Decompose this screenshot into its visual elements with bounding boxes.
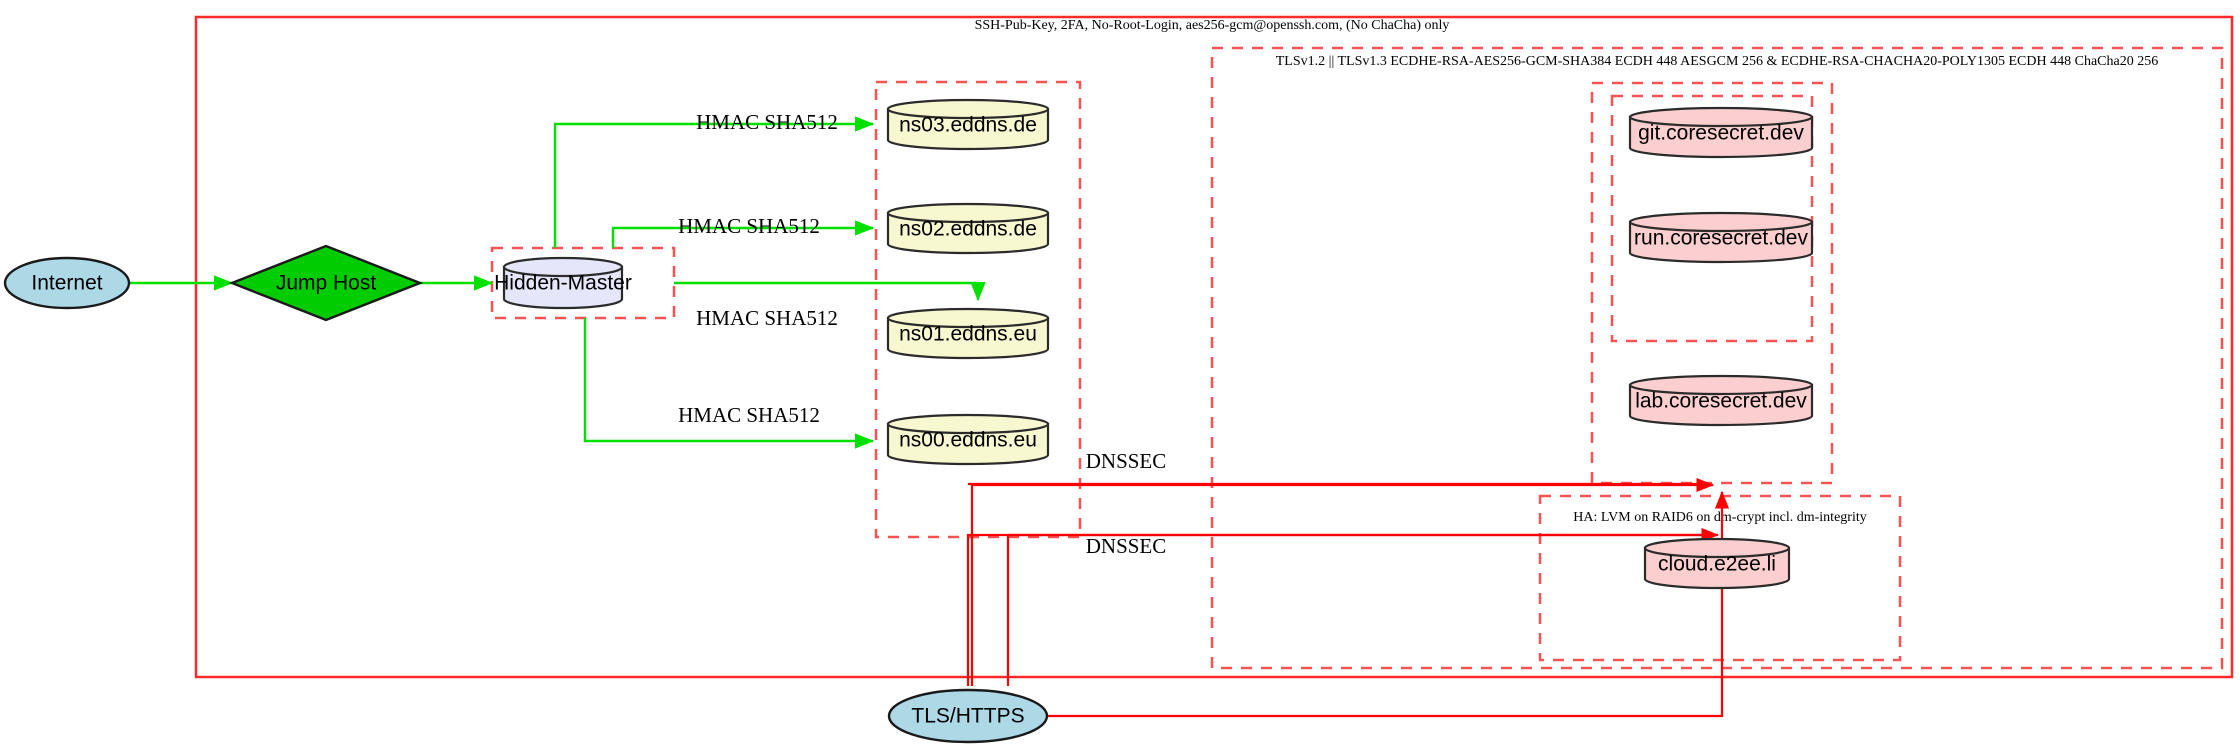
edge-hidden-to-ns02 bbox=[611, 220, 875, 248]
edge-label-hmac-ns03: HMAC SHA512 bbox=[696, 110, 838, 134]
cluster-tls-outer bbox=[1210, 46, 2224, 670]
edge-label-dnssec-lower: DNSSEC bbox=[1086, 534, 1167, 558]
node-run-coresecret[interactable]: run.coresecret.dev bbox=[1628, 211, 1814, 264]
node-ns01-label: ns01.eddns.eu bbox=[899, 323, 1037, 346]
node-hidden-master[interactable]: Hidden-Master bbox=[494, 256, 632, 310]
node-cloud-e2ee-label: cloud.e2ee.li bbox=[1658, 553, 1776, 576]
node-git-coresecret-label: git.coresecret.dev bbox=[1638, 122, 1804, 145]
node-ns03-label: ns03.eddns.de bbox=[899, 114, 1037, 137]
node-cloud-e2ee[interactable]: cloud.e2ee.li bbox=[1643, 537, 1791, 590]
node-ns02-label: ns02.eddns.de bbox=[899, 218, 1037, 241]
cluster-ssh-outer bbox=[194, 15, 2234, 679]
edge-label-hmac-ns02: HMAC SHA512 bbox=[678, 214, 820, 238]
cluster-tls-outer-label: TLSv1.2 || TLSv1.3 ECDHE-RSA-AES256-GCM-… bbox=[1276, 54, 2158, 69]
node-tls-https[interactable]: TLS/HTTPS bbox=[887, 688, 1049, 744]
node-ns01[interactable]: ns01.eddns.eu bbox=[886, 307, 1050, 360]
node-internet[interactable]: Internet bbox=[3, 256, 131, 310]
node-jump-host-label: Jump Host bbox=[276, 272, 377, 295]
node-tls-https-label: TLS/HTTPS bbox=[911, 705, 1024, 728]
node-lab-coresecret[interactable]: lab.coresecret.dev bbox=[1628, 374, 1814, 427]
node-hidden-master-label: Hidden-Master bbox=[494, 272, 632, 295]
node-lab-coresecret-label: lab.coresecret.dev bbox=[1635, 390, 1807, 413]
node-git-coresecret[interactable]: git.coresecret.dev bbox=[1628, 106, 1814, 159]
cluster-nameservers bbox=[874, 80, 1082, 539]
edge-tls-to-cloud-lower bbox=[966, 527, 1720, 686]
node-run-coresecret-label: run.coresecret.dev bbox=[1634, 227, 1808, 250]
node-ns02[interactable]: ns02.eddns.de bbox=[886, 202, 1050, 255]
cluster-ha-storage-label: HA: LVM on RAID6 on dm-crypt incl. dm-in… bbox=[1573, 510, 1866, 525]
edge-label-dnssec-upper: DNSSEC bbox=[1086, 449, 1167, 473]
edge-hidden-to-ns00 bbox=[583, 318, 875, 449]
cluster-ssh-outer-label: SSH-Pub-Key, 2FA, No-Root-Login, aes256-… bbox=[975, 18, 1450, 33]
edge-tls-to-coresecret bbox=[1047, 490, 1730, 718]
node-ns00-label: ns00.eddns.eu bbox=[899, 429, 1037, 452]
edge-hidden-to-ns01 bbox=[674, 281, 986, 302]
node-ns00[interactable]: ns00.eddns.eu bbox=[886, 413, 1050, 466]
node-jump-host[interactable]: Jump Host bbox=[228, 244, 424, 322]
node-ns03[interactable]: ns03.eddns.de bbox=[886, 98, 1050, 151]
edge-label-hmac-ns01: HMAC SHA512 bbox=[696, 306, 838, 330]
node-internet-label: Internet bbox=[31, 272, 102, 295]
edge-label-hmac-ns00: HMAC SHA512 bbox=[678, 403, 820, 427]
edge-hidden-to-ns03 bbox=[553, 116, 875, 248]
cluster-coresecret-inner bbox=[1610, 94, 1814, 343]
